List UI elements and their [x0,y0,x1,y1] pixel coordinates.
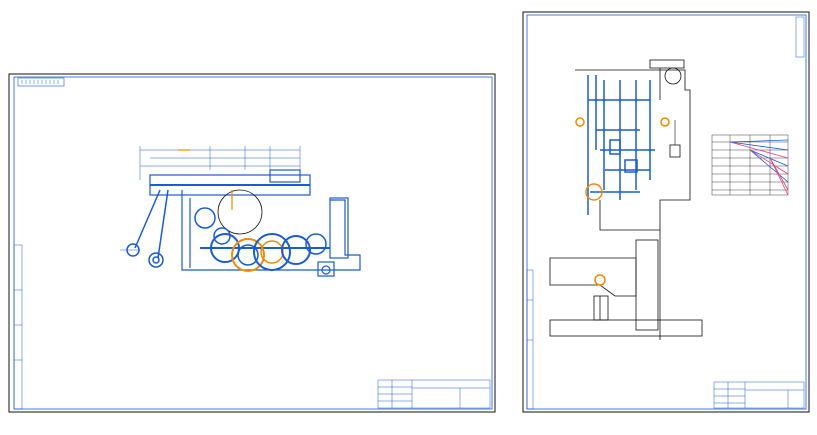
machine-body-outline [549,69,703,340]
right-sheet-frame [526,14,807,410]
pulleys-accent [575,117,681,286]
right-drawing-sheet [522,11,810,413]
left-sheet-border [8,73,496,413]
left-stamp-box [17,77,65,87]
output-coupling [317,261,335,277]
gearbox-assembly-drawing [120,146,361,277]
rpm-graph-rays-blue [729,139,789,183]
right-stamp-box [795,16,805,58]
left-drawing-sheet [8,73,496,413]
left-title-block [377,379,491,409]
right-title-block [713,381,805,409]
gear-train [194,189,327,272]
lever-arm [120,189,169,268]
left-side-column [13,244,23,410]
accent-marks [178,149,233,210]
left-stamp-marks [21,80,59,84]
rpm-graph [711,134,789,196]
left-sheet-frame [13,76,493,410]
rpm-graph-rays-pink [729,141,789,196]
motor [649,59,685,100]
rpm-graph-grid [711,134,789,196]
dimension-lines [139,146,301,180]
right-side-column [526,269,534,410]
shafts [150,184,330,249]
right-sheet-border [522,11,810,413]
kinematic-scheme [587,75,655,215]
